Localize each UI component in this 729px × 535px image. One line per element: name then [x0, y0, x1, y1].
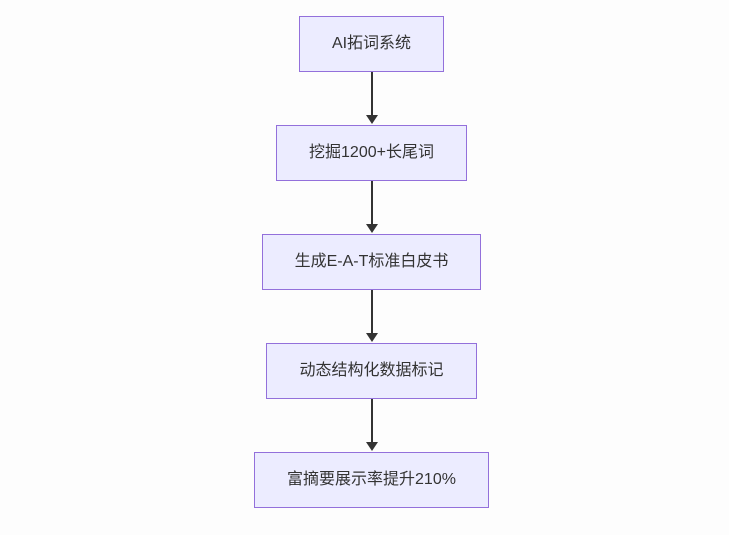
- arrow-down-icon: [365, 442, 378, 451]
- edge-line: [370, 181, 373, 225]
- flowchart-node-rich-snippet-rate-increase: 富摘要展示率提升210%: [254, 452, 489, 508]
- arrow-down-icon: [365, 115, 378, 124]
- flowchart-edge-3: [365, 290, 378, 343]
- edge-line: [370, 290, 373, 334]
- flowchart-node-mine-longtail-keywords: 挖掘1200+长尾词: [276, 125, 467, 181]
- flowchart-node-dynamic-structured-data-markup: 动态结构化数据标记: [266, 343, 477, 399]
- flowchart-node-ai-word-expansion-system: AI拓词系统: [298, 16, 445, 72]
- flowchart-edge-2: [365, 181, 378, 234]
- flowchart-edge-4: [365, 399, 378, 452]
- edge-line: [370, 399, 373, 443]
- arrow-down-icon: [365, 224, 378, 233]
- arrow-down-icon: [365, 333, 378, 342]
- flowchart-edge-1: [365, 72, 378, 125]
- flowchart-node-generate-eat-whitepaper: 生成E-A-T标准白皮书: [261, 234, 482, 290]
- edge-line: [370, 72, 373, 116]
